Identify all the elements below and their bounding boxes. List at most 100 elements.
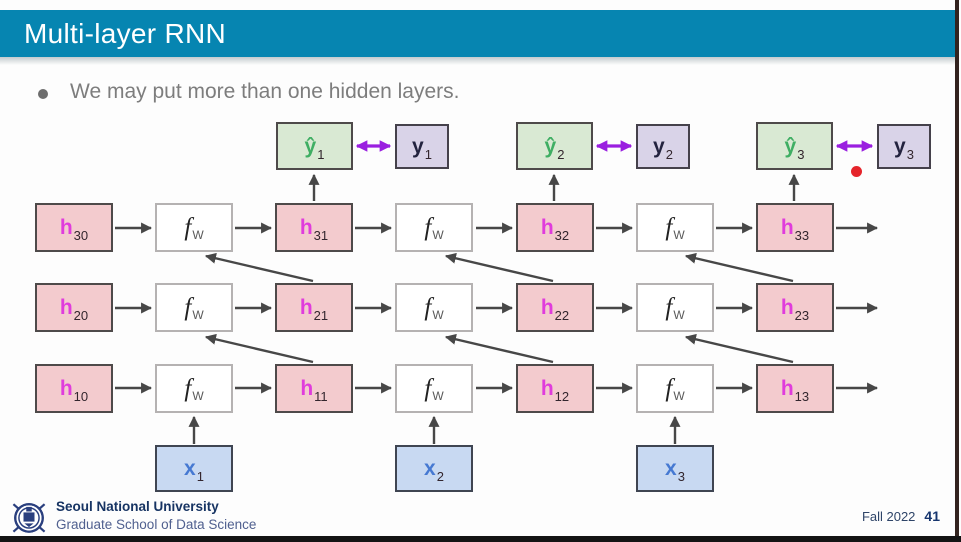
yhat3-label: ŷ	[784, 134, 797, 158]
y1-label: y	[412, 135, 424, 158]
h13-label: h	[780, 377, 794, 400]
y2-sub: 2	[665, 147, 673, 162]
fw-sub: W	[673, 227, 685, 242]
fw-sub: W	[432, 227, 444, 242]
h10-label: h	[59, 377, 73, 400]
footer-university: Seoul National University	[56, 499, 219, 514]
fw-label: f	[665, 214, 673, 241]
footer-term: Fall 2022	[861, 509, 916, 524]
h33-sub: 33	[794, 228, 810, 243]
fw-sub: W	[432, 307, 444, 322]
h32-label: h	[540, 216, 554, 239]
bullet-icon	[38, 89, 48, 99]
yhat3-sub: 3	[797, 146, 805, 162]
h30-sub: 30	[73, 228, 89, 243]
x3-label: x	[665, 457, 677, 480]
h23-sub: 23	[794, 308, 810, 323]
bullet-text: We may put more than one hidden layers.	[70, 80, 460, 103]
x2-sub: 2	[436, 469, 444, 484]
x1-label: x	[184, 457, 196, 480]
h12-label: h	[540, 377, 554, 400]
fw-label: f	[424, 294, 432, 321]
fw-label: f	[665, 294, 673, 321]
h31-sub: 31	[313, 228, 329, 243]
h22-label: h	[540, 296, 554, 319]
arrow	[204, 252, 314, 283]
fw-sub: W	[673, 388, 685, 403]
arrow	[684, 252, 794, 283]
h31-label: h	[299, 216, 313, 239]
h30-label: h	[59, 216, 73, 239]
yhat2-label: ŷ	[544, 134, 557, 158]
title-bar: Multi-layer RNN	[0, 10, 956, 57]
laser-pointer-dot	[851, 166, 862, 177]
arrow	[444, 333, 554, 364]
h13-sub: 13	[794, 389, 810, 404]
x1-sub: 1	[196, 469, 204, 484]
h21-label: h	[299, 296, 313, 319]
title-bar-shadow	[0, 57, 956, 65]
vertical-arrows	[188, 173, 800, 444]
h23-label: h	[780, 296, 794, 319]
fw-label: f	[184, 375, 192, 402]
h20-sub: 20	[73, 308, 89, 323]
yhat1-label: ŷ	[304, 134, 317, 158]
fw-sub: W	[673, 307, 685, 322]
page-number: 41	[924, 508, 940, 524]
h21-sub: 21	[313, 308, 329, 323]
horizontal-arrows	[115, 222, 879, 394]
page-title: Multi-layer RNN	[24, 17, 227, 49]
h11-sub: 11	[314, 389, 328, 404]
fw-sub: W	[192, 307, 204, 322]
y1-sub: 1	[424, 147, 432, 162]
fw-label: f	[424, 375, 432, 402]
h20-label: h	[59, 296, 73, 319]
x3-sub: 3	[677, 469, 685, 484]
h12-sub: 12	[554, 389, 570, 404]
h11-label: h	[300, 377, 314, 400]
diagonal-arrows	[204, 252, 794, 364]
fw-sub: W	[192, 227, 204, 242]
h33-label: h	[780, 216, 794, 239]
fw-label: f	[184, 214, 192, 241]
h32-sub: 32	[554, 228, 570, 243]
fw-sub: W	[432, 388, 444, 403]
slide-right-border	[955, 0, 959, 542]
arrow	[204, 333, 314, 364]
yhat1-sub: 1	[317, 146, 325, 162]
slide-bottom-border	[0, 536, 961, 542]
h22-sub: 22	[554, 308, 570, 323]
fw-sub: W	[192, 388, 204, 403]
y3-label: y	[894, 135, 906, 158]
footer-right: Fall 2022 41	[820, 508, 940, 526]
fw-label: f	[665, 375, 673, 402]
fw-label: f	[184, 294, 192, 321]
fw-label: f	[424, 214, 432, 241]
